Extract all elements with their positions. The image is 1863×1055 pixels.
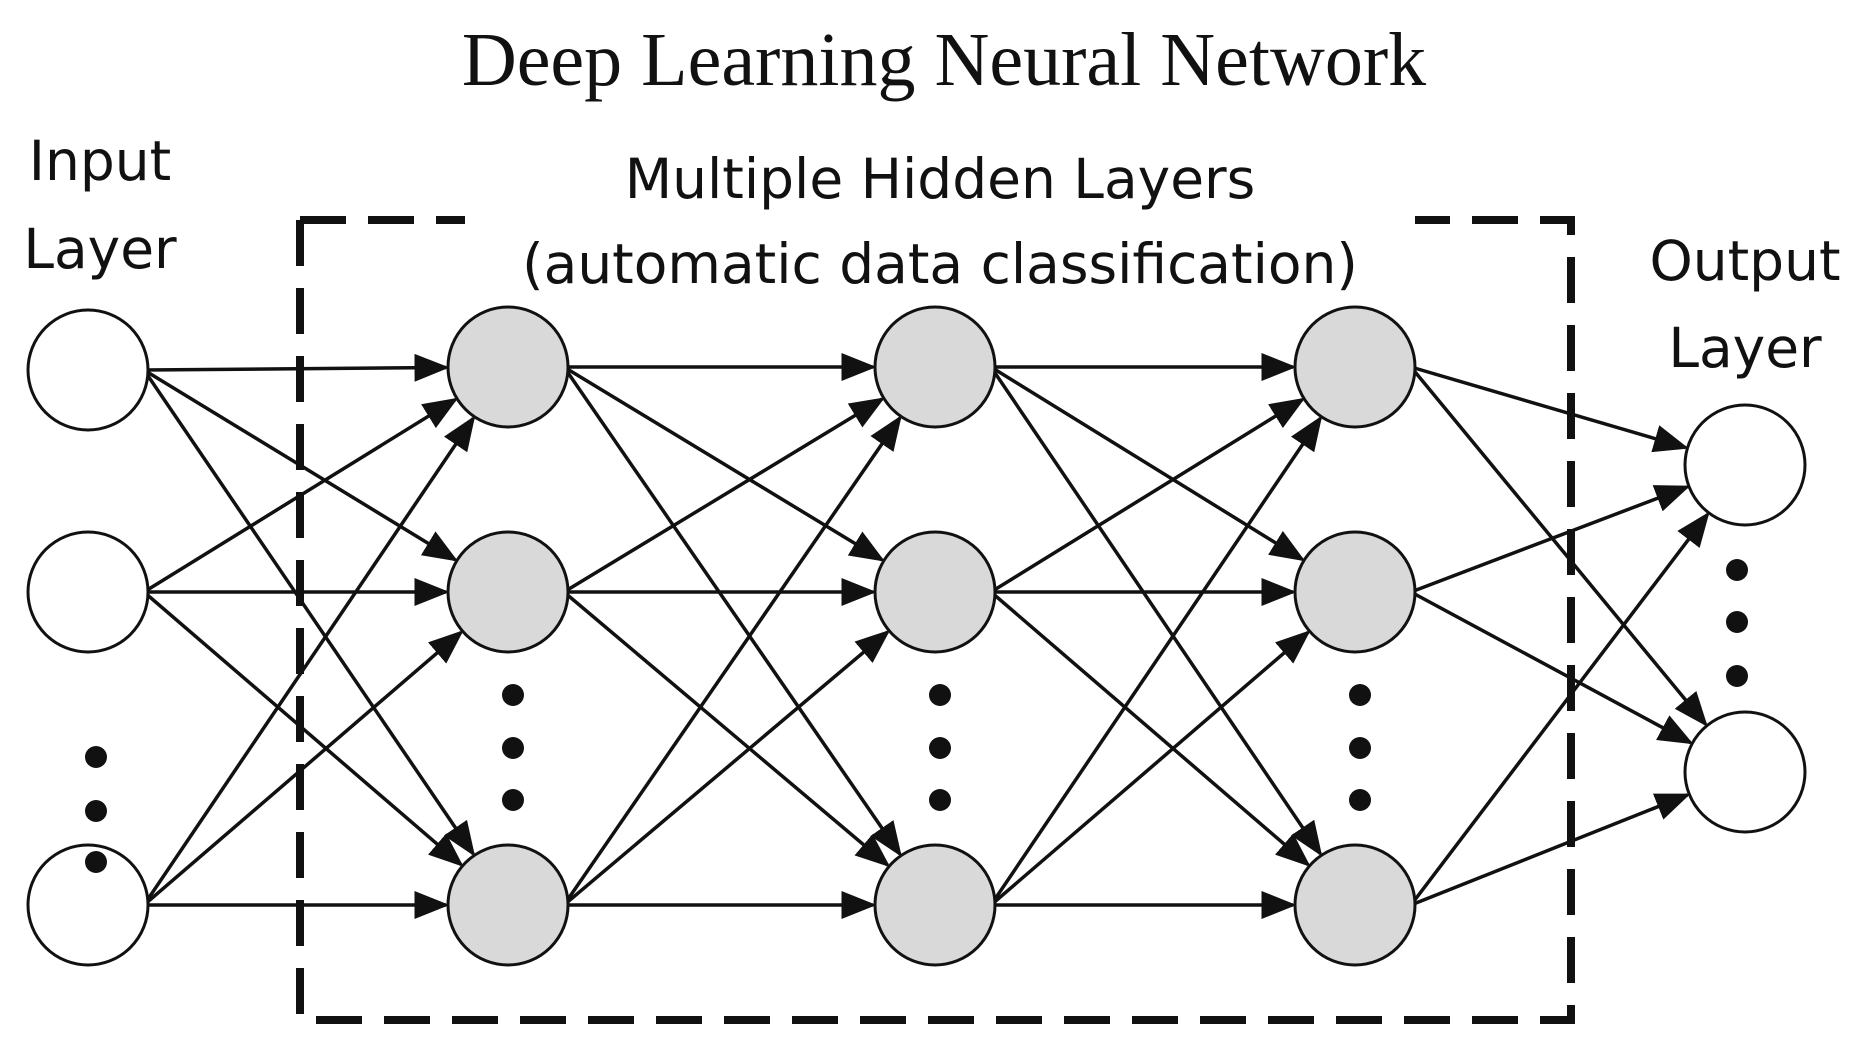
connection-hidden-3-2-to-output-1 [1410,485,1691,594]
hidden-3-ellipsis-dot-1 [1349,684,1371,706]
connection-input-3-to-hidden-1-1 [142,415,476,906]
connection-hidden-2-2-to-hidden-3-1 [990,397,1306,594]
connection-hidden-2-2-to-hidden-3-3 [989,590,1311,867]
input-node-2 [26,530,150,654]
connection-hidden-1-2-to-hidden-2-3 [562,590,891,868]
hidden-layers-label-line-1: Multiple Hidden Layers [625,147,1256,211]
connection-hidden-3-3-to-output-1 [1409,511,1710,907]
hidden-3-ellipsis-dot-2 [1349,737,1371,759]
hidden-1-ellipsis-dot-2 [502,737,524,759]
output-layer-label-line-1: Output [1649,229,1840,293]
network-nodes [26,305,1807,967]
input-layer-label-line-1: Input [29,129,171,193]
connection-hidden-1-3-to-hidden-2-1 [562,415,902,906]
connection-hidden-3-1-to-output-1 [1410,365,1689,453]
hidden-2-node-2 [873,530,997,654]
hidden-2-ellipsis-dot-3 [929,789,951,811]
hidden-layers-label-line-2: (automatic data classification) [522,232,1358,296]
output-node-2 [1683,710,1807,834]
hidden-1-node-3 [446,843,570,967]
input-ellipsis-dot-3 [85,851,107,873]
connection-input-1-to-hidden-1-2 [143,368,459,562]
connection-hidden-1-1-to-hidden-2-3 [562,366,902,857]
input-node-1 [26,308,150,432]
hidden-2-ellipsis-dot-2 [929,737,951,759]
connection-hidden-1-2-to-hidden-2-1 [563,397,885,594]
input-ellipsis-dot-2 [85,800,107,822]
output-ellipsis-dot-1 [1726,559,1748,581]
hidden-1-ellipsis-dot-1 [502,684,524,706]
connection-hidden-3-3-to-output-2 [1410,793,1691,907]
connection-input-2-to-hidden-1-3 [142,590,464,867]
hidden-layers-dashed-box [296,216,1575,1024]
connection-input-3-to-hidden-1-2 [142,630,464,907]
connection-hidden-2-3-to-hidden-3-2 [989,630,1311,907]
output-layer-label-line-2: Layer [1668,316,1822,380]
hidden-2-node-3 [873,843,997,967]
hidden-2-node-1 [873,305,997,429]
hidden-1-node-1 [446,305,570,429]
layer-ellipses [85,559,1748,873]
output-ellipsis-dot-2 [1726,611,1748,633]
connection-hidden-2-3-to-hidden-3-1 [989,415,1323,906]
input-node-3 [26,843,150,967]
connection-edges [142,353,1710,919]
connection-hidden-3-2-to-output-2 [1410,590,1694,745]
hidden-3-ellipsis-dot-3 [1349,789,1371,811]
connection-hidden-2-1-to-hidden-3-3 [989,366,1323,857]
connection-hidden-1-3-to-hidden-2-2 [562,629,891,907]
input-ellipsis-dot-1 [85,746,107,768]
connection-input-1-to-hidden-1-1 [143,353,450,382]
hidden-2-ellipsis-dot-1 [929,684,951,706]
input-layer-label-line-2: Layer [23,217,177,281]
connection-input-2-to-hidden-1-1 [143,397,459,594]
hidden-3-node-1 [1293,305,1417,429]
hidden-1-ellipsis-dot-3 [502,789,524,811]
hidden-3-node-2 [1293,530,1417,654]
output-node-1 [1683,403,1807,527]
connection-hidden-1-1-to-hidden-2-2 [563,365,885,562]
connection-input-1-to-hidden-1-3 [142,369,476,857]
connection-hidden-3-1-to-output-2 [1409,365,1708,727]
output-ellipsis-dot-3 [1726,665,1748,687]
connection-hidden-2-1-to-hidden-3-2 [990,365,1306,562]
hidden-1-node-2 [446,530,570,654]
diagram-title: Deep Learning Neural Network [462,18,1426,102]
hidden-3-node-3 [1293,843,1417,967]
